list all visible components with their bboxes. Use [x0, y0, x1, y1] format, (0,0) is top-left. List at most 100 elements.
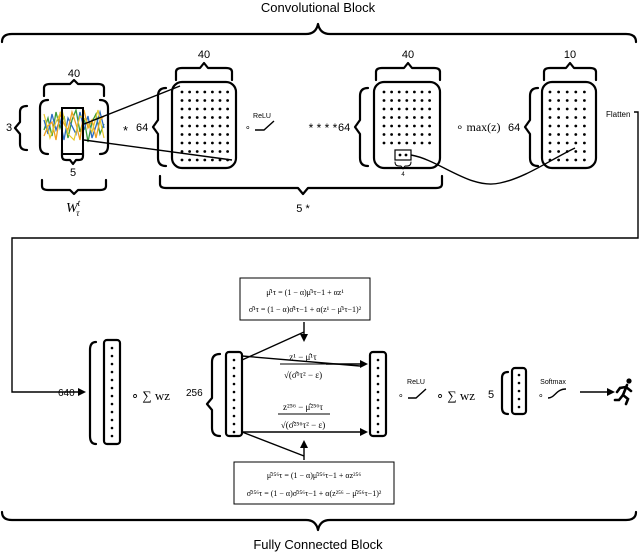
fc-input-vector — [102, 338, 122, 446]
input-left-brace — [13, 104, 29, 152]
grid-dot — [188, 107, 192, 111]
grid-dot — [574, 141, 578, 145]
grid-dot — [218, 150, 222, 153]
grid-dot — [218, 116, 222, 119]
grid-dot — [397, 124, 401, 128]
grid-dot — [574, 150, 578, 153]
flatten-connector — [11, 111, 639, 393]
grid-dot — [382, 116, 386, 119]
grid-dot — [565, 99, 569, 102]
conv-operator: * — [123, 123, 128, 138]
grid-dot — [195, 99, 199, 102]
map3-height-label: 64 — [508, 122, 520, 134]
grid-dot — [413, 124, 416, 128]
grid-dot — [211, 90, 214, 94]
input-right-bracket — [98, 98, 110, 156]
grid-dot — [420, 141, 424, 145]
grid-dot — [390, 116, 393, 119]
grid-dot — [517, 389, 521, 393]
grid-dot — [565, 133, 569, 136]
grid-dot — [557, 150, 560, 153]
grid-dot — [390, 107, 393, 111]
norm-top-denominator: √(σ̂¹τ² − ε) — [284, 370, 322, 380]
grid-dot — [180, 150, 184, 153]
grid-dot — [583, 124, 586, 128]
grid-dot — [232, 374, 236, 378]
eq-bot-line2: σ̂²⁵⁶τ = (1 − α)σ̂²⁵⁶τ−1 + α(z²⁵⁶ − μ̂²⁵… — [247, 489, 382, 498]
grid-dot — [226, 116, 230, 119]
grid-dot — [548, 133, 552, 136]
relu-compose-1: ∘ — [245, 122, 251, 132]
grid-dot — [110, 410, 114, 414]
fc-sum-2: ∘ ∑ wz — [436, 388, 475, 403]
input-signal-plot — [43, 107, 105, 143]
input-height-label: 3 — [6, 122, 12, 134]
signal-line-yellow — [43, 108, 105, 142]
grid-dot — [574, 124, 578, 128]
grid-dot — [232, 366, 236, 370]
relu-compose-2: ∘ — [398, 390, 404, 400]
grid-dot — [195, 107, 199, 111]
input-left-bracket — [38, 98, 50, 156]
grid-dot — [226, 133, 230, 136]
norm-bot-numerator: z²⁵⁶ − μ̂²⁵⁶τ — [283, 402, 323, 412]
grid-dot — [226, 90, 230, 94]
grid-dot — [232, 358, 236, 362]
map3-top-brace — [542, 61, 598, 82]
grid-dot — [110, 362, 114, 366]
grid-dot — [557, 141, 560, 145]
grid-dot — [211, 107, 214, 111]
grid-dot — [218, 124, 222, 128]
map1-height-label: 64 — [136, 122, 148, 134]
grid-dot — [203, 141, 207, 145]
hidden-size-label: 256 — [186, 388, 203, 399]
grid-dot — [413, 133, 416, 136]
grid-dot — [405, 116, 409, 119]
grid-dot — [557, 116, 560, 119]
eq-bot-line1: μ̂²⁵⁶τ = (1 − α)μ̂²⁵⁶τ−1 + αz²⁵⁶ — [267, 471, 361, 480]
grid-dot — [517, 405, 521, 409]
grid-dot — [218, 133, 222, 136]
grid-dot — [557, 90, 560, 94]
grid-dot — [376, 382, 380, 386]
grid-dot — [420, 99, 424, 102]
grid-dot — [180, 158, 184, 162]
grid-dot — [382, 107, 386, 111]
grid-dot — [110, 370, 114, 374]
grid-dot — [203, 133, 207, 136]
kernel-to-map1-line — [83, 139, 233, 161]
grid-dot — [211, 116, 214, 119]
map2-left-brace — [353, 86, 370, 168]
output-arrowhead — [607, 388, 615, 396]
grid-dot — [203, 90, 207, 94]
normalized-vector-dots — [376, 358, 380, 434]
grid-dot — [203, 158, 207, 162]
grid-dot — [583, 158, 586, 162]
map2-width-label: 40 — [402, 49, 414, 61]
grid-dot — [195, 133, 199, 136]
grid-dot — [203, 116, 207, 119]
grid-dot — [390, 90, 393, 94]
grid-dot — [420, 116, 424, 119]
grid-dot — [565, 141, 569, 145]
norm-top-numerator: z¹ − μ̂¹τ — [289, 352, 317, 362]
grid-dot — [203, 107, 207, 111]
grid-dot — [565, 124, 569, 128]
signal-line-orange — [43, 109, 105, 141]
grid-dot — [195, 116, 199, 119]
grid-dot — [110, 354, 114, 358]
grid-dot — [195, 158, 199, 162]
output-size-label: 5 — [488, 389, 494, 401]
relu-curve-1 — [255, 120, 275, 131]
output-vector-dots — [517, 373, 521, 409]
grid-dot — [390, 124, 393, 128]
grid-dot — [110, 434, 114, 438]
eq-top-line1: μ̂¹τ = (1 − α)μ̂¹τ−1 + αz¹ — [266, 288, 344, 297]
fc-bottom-brace — [0, 510, 638, 532]
fc-sum-1: ∘ ∑ wz — [131, 388, 170, 403]
grid-dot — [188, 141, 192, 145]
conv-top-brace — [0, 22, 638, 44]
hidden-vector-dots — [232, 358, 236, 434]
grid-dot — [211, 124, 214, 128]
